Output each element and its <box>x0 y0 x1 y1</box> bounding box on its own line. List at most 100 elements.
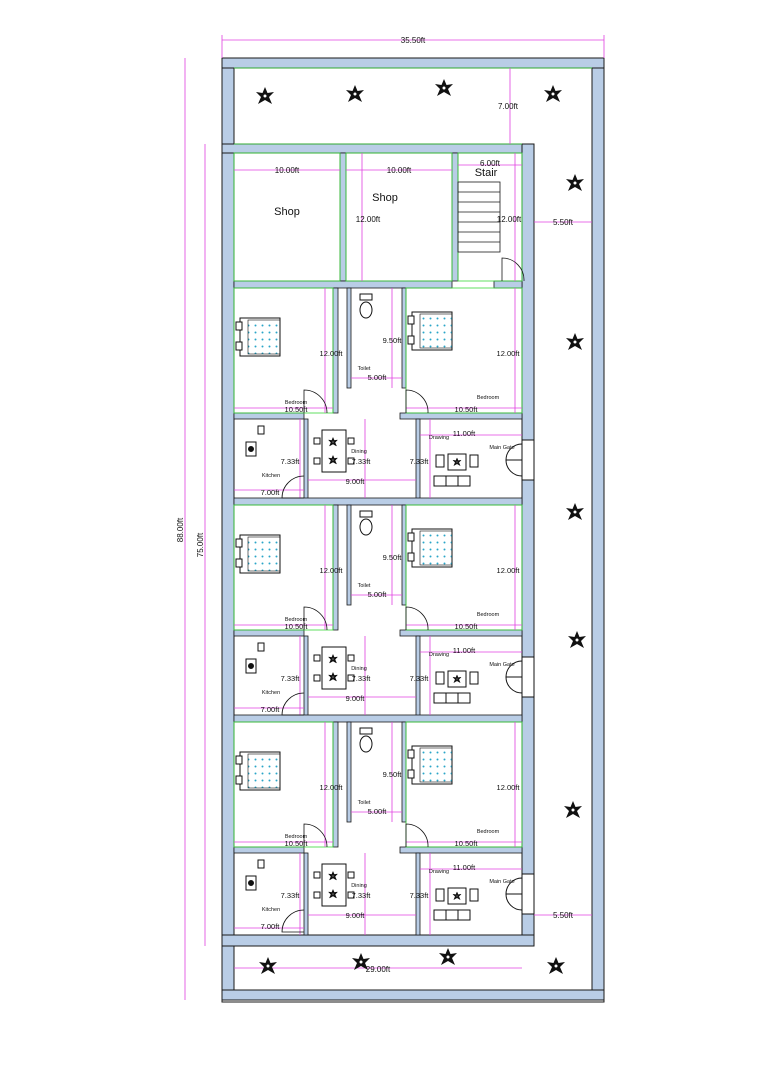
plant-icon <box>544 85 562 102</box>
bedroom-left-width-label: 10.50ft <box>285 839 309 848</box>
doors <box>281 389 429 499</box>
dining-label: Dining <box>351 883 367 889</box>
drawing-width-label: 11.00ft <box>453 863 476 872</box>
toilet-width-label: 5.00ft <box>368 373 388 382</box>
side-setback-label: 5.50ft <box>553 218 574 227</box>
stair <box>457 181 525 282</box>
toilet-label: Toilet <box>358 800 371 806</box>
plant-icon <box>566 333 584 350</box>
floor-labels: Bedroom10.50ft12.00ftToilet5.00ft9.50ftB… <box>261 336 521 931</box>
shop2-label: Shop <box>372 192 398 204</box>
toilet-label: Toilet <box>358 583 371 589</box>
plant-icon <box>568 631 586 648</box>
toilet-label: Toilet <box>358 366 371 372</box>
plant-icon <box>439 948 457 965</box>
overall-length-label: 88.00ft <box>176 517 185 542</box>
front-setback-label: 7.00ft <box>498 102 519 111</box>
bedroom-right-height-label: 12.00ft <box>497 349 521 358</box>
toilet-height-label: 9.50ft <box>383 553 403 562</box>
bedroom-right-height-label: 12.00ft <box>497 566 521 575</box>
kitchen-width-label: 7.00ft <box>261 705 281 714</box>
guide-lines <box>233 67 592 848</box>
plant-icon <box>566 503 584 520</box>
building-length-label: 75.00ft <box>196 532 205 557</box>
plant-icon <box>566 174 584 191</box>
bedroom-left-height-label: 12.00ft <box>320 349 344 358</box>
bedroom-right-width-label: 10.50ft <box>455 622 479 631</box>
bedroom-right-width-label: 10.50ft <box>455 839 479 848</box>
plant-icon <box>564 801 582 818</box>
drawing-width-label: 11.00ft <box>453 429 476 438</box>
dining-label: Dining <box>351 449 367 455</box>
bedroom-right-label: Bedroom <box>477 612 500 618</box>
stair-width-label: 6.00ft <box>480 159 501 168</box>
bedroom-left-width-label: 10.50ft <box>285 405 309 414</box>
toilet-height-label: 9.50ft <box>383 770 403 779</box>
drawing-width-label: 11.00ft <box>453 646 476 655</box>
overall-width-label: 35.50ft <box>401 36 426 45</box>
internal-walls <box>233 152 523 936</box>
dining-height-label: 7.33ft <box>352 457 372 466</box>
shop1-label: Shop <box>274 206 300 218</box>
plant-icon <box>547 957 565 974</box>
drawing-height-label: 7.33ft <box>410 457 430 466</box>
kitchen-label: Kitchen <box>262 473 280 479</box>
bedroom-left-label: Bedroom <box>285 617 308 623</box>
kitchen-label: Kitchen <box>262 907 280 913</box>
stair-label: Stair <box>475 167 498 179</box>
drawing-height-label: 7.33ft <box>410 674 430 683</box>
plant-icon <box>256 87 274 104</box>
stair-depth-label: 12.00ft <box>497 215 522 224</box>
bedroom-right-label: Bedroom <box>477 395 500 401</box>
sofa-set-icon <box>433 453 479 487</box>
plan-labels: 35.50ft 88.00ft 75.00ft 7.00ft 5.50ft 5.… <box>176 36 574 974</box>
dining-label: Dining <box>351 666 367 672</box>
bedroom-right-width-label: 10.50ft <box>455 405 479 414</box>
bedroom-right-height-label: 12.00ft <box>497 783 521 792</box>
toilet-width-label: 5.00ft <box>368 807 388 816</box>
rear-width-label: 29.00ft <box>366 965 391 974</box>
dining-width-label: 9.00ft <box>346 694 366 703</box>
kitchen-height-label: 7.33ft <box>281 674 301 683</box>
kitchen-height-label: 7.33ft <box>281 457 301 466</box>
kitchen-label: Kitchen <box>262 690 280 696</box>
drawing-label: Drawing <box>429 869 449 875</box>
drawing-label: Drawing <box>429 435 449 441</box>
shop1-width-label: 10.00ft <box>275 166 300 175</box>
dining-table-icon <box>313 429 355 473</box>
toilet-width-label: 5.00ft <box>368 590 388 599</box>
main-gate-door <box>505 439 535 481</box>
main-gate-label: Main Gate <box>489 662 514 668</box>
drawing-label: Drawing <box>429 652 449 658</box>
bedroom-right-label: Bedroom <box>477 829 500 835</box>
stove-icon <box>245 425 265 457</box>
bedroom-left-label: Bedroom <box>285 400 308 406</box>
main-gate-label: Main Gate <box>489 445 514 451</box>
shop-depth-label: 12.00ft <box>356 215 381 224</box>
kitchen-width-label: 7.00ft <box>261 488 281 497</box>
bedroom-left-height-label: 12.00ft <box>320 783 344 792</box>
plant-icon <box>435 79 453 96</box>
bedroom-left-height-label: 12.00ft <box>320 566 344 575</box>
bedroom-left-width-label: 10.50ft <box>285 622 309 631</box>
toilet-icon <box>359 293 373 319</box>
dining-width-label: 9.00ft <box>346 477 366 486</box>
toilet-height-label: 9.50ft <box>383 336 403 345</box>
outer-walls <box>221 57 605 1001</box>
dining-height-label: 7.33ft <box>352 891 372 900</box>
bedroom-left-label: Bedroom <box>285 834 308 840</box>
bed-icon <box>407 311 453 351</box>
side-setback-bottom-label: 5.50ft <box>553 911 574 920</box>
bed-icon <box>235 317 281 357</box>
plant-icon <box>346 85 364 102</box>
plant-icon <box>259 957 277 974</box>
floor-furniture <box>235 293 535 499</box>
kitchen-width-label: 7.00ft <box>261 922 281 931</box>
dining-height-label: 7.33ft <box>352 674 372 683</box>
dimension-lines <box>184 35 605 1000</box>
kitchen-height-label: 7.33ft <box>281 891 301 900</box>
dining-width-label: 9.00ft <box>346 911 366 920</box>
main-gate-label: Main Gate <box>489 879 514 885</box>
drawing-height-label: 7.33ft <box>410 891 430 900</box>
